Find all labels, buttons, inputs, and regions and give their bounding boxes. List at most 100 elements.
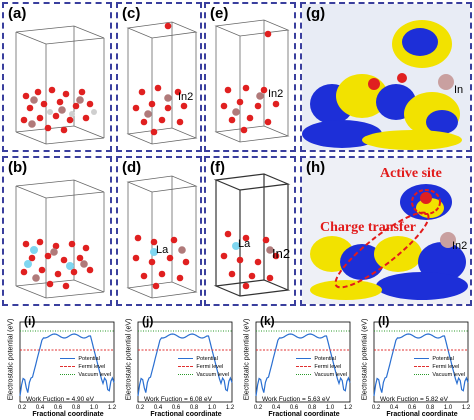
xlabel-k: Fractional coordinate — [268, 411, 340, 418]
panel-f: (f) La In2 — [204, 156, 296, 306]
x-tick-label: 1.2 — [344, 405, 353, 411]
x-tick-label: 0.2 — [18, 405, 27, 411]
potential-curve — [373, 333, 469, 397]
atom-label-in2-f: In2 — [272, 246, 291, 261]
xlabel-i: Fractional coordinate — [32, 411, 104, 418]
xlabel-l: Fractional coordinate — [386, 411, 458, 418]
x-tick-label: 0.4 — [154, 405, 163, 411]
xlabel-j: Fractional coordinate — [150, 411, 222, 418]
potential-plot-svg-l: 0.2 0.4 0.6 0.8 1.0 1.2 — [372, 321, 471, 411]
legend-i: Potential Fermi level Vacuum level — [58, 355, 111, 379]
work-function-i: Work Fuction = 4.90 eV — [26, 396, 94, 403]
x-tick-label: 0.4 — [36, 405, 45, 411]
plot-label-l: (l) — [378, 314, 390, 328]
legend-fermi-l: Fermi level — [412, 363, 465, 371]
panel-g: (g) In — [300, 2, 472, 152]
x-tick-label: 0.8 — [308, 405, 317, 411]
panel-label-h: (h) — [306, 159, 326, 176]
legend-fermi-i: Fermi level — [58, 363, 111, 371]
ylabel-k: Electrostatic potential (eV) — [243, 318, 251, 401]
x-tick-label: 0.4 — [272, 405, 281, 411]
x-tick-label: 1.2 — [462, 405, 471, 411]
x-tick-label: 0.4 — [390, 405, 399, 411]
charge-transfer-annotation: Charge transfer — [320, 220, 417, 235]
crystal-structure-e — [214, 19, 290, 143]
x-tick-label: 1.2 — [108, 405, 117, 411]
x-tick-label: 0.2 — [372, 405, 381, 411]
legend-vacuum-j: Vacuum level — [176, 371, 229, 379]
ylabel-j: Electrostatic potential (eV) — [125, 318, 133, 401]
potential-plot-svg-k: 0.2 0.4 0.6 0.8 1.0 1.2 — [254, 321, 353, 411]
work-function-k: Work Fuction = 5.63 eV — [262, 396, 330, 403]
legend-potential-j: Potential — [176, 355, 229, 363]
atom-label-in2-e: In2 — [268, 88, 284, 100]
legend-fermi-k: Fermi level — [294, 363, 347, 371]
legend-l: Potential Fermi level Vacuum level — [412, 355, 465, 379]
panel-label-g: (g) — [306, 5, 326, 22]
panel-d: (d) La — [116, 156, 202, 306]
panel-label-f: (f) — [210, 159, 225, 176]
panel-c: (c) In2 — [116, 2, 202, 152]
crystal-structure-d — [126, 175, 198, 299]
x-tick-label: 0.8 — [190, 405, 199, 411]
plot-k: 0.2 0.4 0.6 0.8 1.0 1.2 (k) Electrostatic pot… — [238, 312, 353, 418]
active-site-annotation: Active site — [380, 166, 442, 181]
plot-axes — [137, 321, 233, 403]
panel-label-b: (b) — [8, 159, 28, 176]
charge-density-h — [302, 158, 470, 304]
legend-k: Potential Fermi level Vacuum level — [294, 355, 347, 379]
atom-label-in-g: In — [454, 84, 464, 96]
legend-potential-i: Potential — [58, 355, 111, 363]
work-function-l: Work Fuction = 5.82 eV — [380, 396, 448, 403]
panel-label-d: (d) — [122, 159, 142, 176]
legend-fermi-j: Fermi level — [176, 363, 229, 371]
x-tick-label: 0.6 — [408, 405, 417, 411]
panel-label-a: (a) — [8, 5, 27, 22]
crystal-structure-a — [15, 25, 105, 145]
ylabel-l: Electrostatic potential (eV) — [361, 318, 369, 401]
legend-vacuum-l: Vacuum level — [412, 371, 465, 379]
x-tick-label: 1.0 — [90, 405, 99, 411]
legend-vacuum-i: Vacuum level — [58, 371, 111, 379]
crystal-structure-c — [126, 21, 198, 145]
panel-a: (a) — [2, 2, 112, 152]
atom-label-la-d: La — [156, 244, 169, 256]
legend-potential-k: Potential — [294, 355, 347, 363]
potential-curve — [19, 333, 115, 397]
plot-axes — [19, 321, 115, 403]
potential-curve — [255, 333, 351, 397]
plot-label-j: (j) — [142, 314, 154, 328]
x-tick-label: 1.0 — [444, 405, 453, 411]
x-tick-label: 0.2 — [254, 405, 263, 411]
legend-potential-l: Potential — [412, 355, 465, 363]
potential-curve — [137, 333, 233, 397]
atom-label-in2-c: In2 — [178, 91, 194, 103]
x-tick-label: 1.0 — [208, 405, 217, 411]
legend-vacuum-k: Vacuum level — [294, 371, 347, 379]
atom-label-la-f: La — [238, 238, 251, 250]
plot-l: 0.2 0.4 0.6 0.8 1.0 1.2 (l) Electrostatic pot… — [356, 312, 471, 418]
work-function-j: Work Fuction = 6.08 eV — [144, 396, 212, 403]
x-tick-label: 1.0 — [326, 405, 335, 411]
panel-b: (b) — [2, 156, 112, 306]
legend-j: Potential Fermi level Vacuum level — [176, 355, 229, 379]
crystal-structure-b — [15, 179, 105, 299]
charge-density-g — [302, 4, 470, 150]
panel-label-c: (c) — [122, 5, 141, 22]
ylabel-i: Electrostatic potential (eV) — [7, 318, 15, 401]
x-tick-label: 0.6 — [54, 405, 63, 411]
x-tick-label: 0.6 — [290, 405, 299, 411]
x-tick-label: 1.2 — [226, 405, 235, 411]
x-tick-label: 0.8 — [426, 405, 435, 411]
plot-label-k: (k) — [260, 314, 275, 328]
plot-axes — [255, 321, 351, 403]
x-tick-label: 0.2 — [136, 405, 145, 411]
panel-e: (e) In2 — [204, 2, 296, 152]
crystal-structure-f — [213, 173, 291, 297]
panel-h: (h) Active site Charge transfer In2 — [300, 156, 472, 306]
